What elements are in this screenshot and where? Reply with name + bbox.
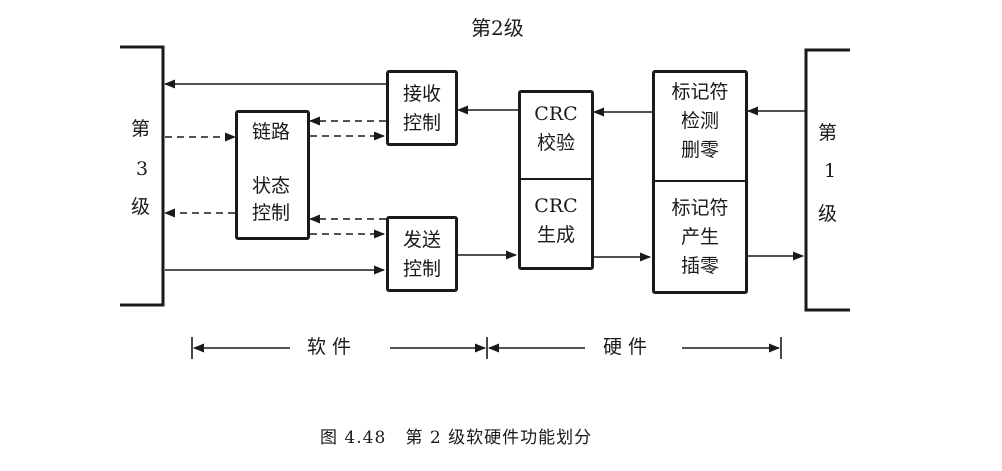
level1-char-1: 第 — [818, 122, 838, 144]
software-scope-label: 软 件 — [307, 336, 352, 358]
marker-gen-line1: 标记符 — [671, 197, 729, 219]
marker-gen-line3: 插零 — [680, 255, 719, 277]
link-state-line1: 链路 — [252, 121, 291, 143]
send-control-line2: 控制 — [402, 258, 441, 280]
crc-gen-line2: 生成 — [536, 224, 575, 246]
receive-control-line1: 接收 — [402, 83, 441, 105]
hardware-scope-label: 硬 件 — [603, 336, 648, 358]
marker-detect-line3: 删零 — [680, 139, 719, 161]
crc-check-line1: CRC — [534, 103, 578, 125]
marker-gen-block: 标记符 产生 插零 — [652, 194, 748, 281]
crc-gen-block: CRC 生成 — [518, 192, 594, 250]
level1-char-3: 级 — [818, 203, 838, 225]
marker-column — [652, 70, 748, 294]
marker-detect-block: 标记符 检测 删零 — [652, 78, 748, 165]
link-state-control-block — [235, 110, 310, 240]
level1-bracket — [804, 48, 850, 312]
level1-char-2: 1 — [824, 160, 837, 182]
crc-divider — [521, 178, 591, 180]
crc-check-line2: 校验 — [536, 132, 575, 154]
crc-check-block: CRC 校验 — [518, 100, 594, 158]
crc-column — [518, 90, 594, 270]
marker-detect-line1: 标记符 — [671, 81, 729, 103]
level3-char-3: 级 — [131, 196, 151, 218]
level3-char-2: 3 — [136, 158, 149, 180]
send-control-block: 发送 控制 — [386, 216, 458, 292]
receive-control-line2: 控制 — [402, 112, 441, 134]
level3-char-1: 第 — [131, 118, 151, 140]
crc-gen-line1: CRC — [534, 195, 578, 217]
marker-detect-line2: 检测 — [680, 110, 719, 132]
diagram-title: 第2级 — [471, 16, 524, 40]
send-control-line1: 发送 — [402, 229, 441, 251]
level3-bracket — [120, 45, 165, 307]
marker-divider — [655, 180, 745, 182]
link-state-line2: 状态 — [252, 175, 291, 197]
link-state-line3: 控制 — [252, 202, 291, 224]
figure-caption: 图 4.48 第 2 级软硬件功能划分 — [320, 428, 593, 448]
receive-control-block: 接收 控制 — [386, 70, 458, 146]
marker-gen-line2: 产生 — [680, 226, 719, 248]
